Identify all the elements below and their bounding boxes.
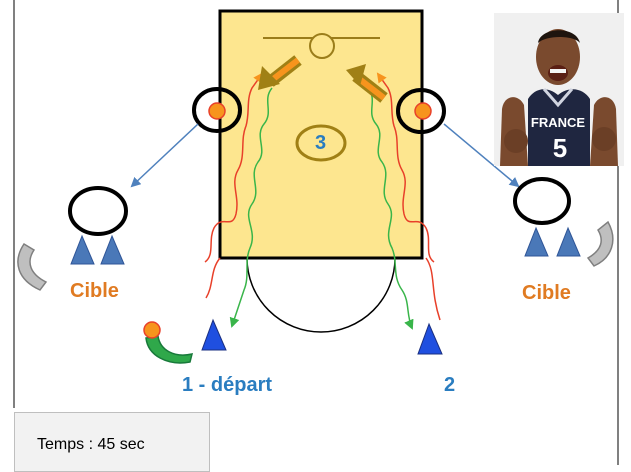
free-throw-arc bbox=[246, 257, 396, 333]
red-path-left-tail bbox=[205, 257, 221, 299]
cible-right-label: Cible bbox=[522, 282, 571, 304]
player-left-wing bbox=[192, 87, 242, 133]
jersey-text: FRANCE bbox=[531, 115, 585, 130]
target-left-ring bbox=[68, 186, 128, 236]
player-photo: FRANCE 5 bbox=[494, 13, 624, 166]
point-two-label: 2 bbox=[444, 374, 456, 396]
zone-three-label: 3 bbox=[315, 132, 327, 154]
cible-left-label: Cible bbox=[70, 280, 119, 302]
cone-two bbox=[417, 322, 443, 355]
pass-arrow-to-right-target bbox=[443, 123, 520, 188]
hoop bbox=[309, 33, 335, 59]
pass-arrow-right bbox=[346, 64, 388, 103]
player-right-wing bbox=[396, 88, 446, 134]
zone-three-ring bbox=[295, 124, 347, 162]
timer-box: Temps : 45 sec bbox=[14, 412, 210, 472]
red-path-right bbox=[376, 72, 435, 263]
jersey-number: 5 bbox=[553, 133, 567, 163]
start-label: 1 - départ bbox=[182, 374, 273, 396]
target-right-ring bbox=[513, 177, 571, 225]
cones-left-target bbox=[70, 234, 125, 265]
start-cone bbox=[201, 318, 227, 351]
red-path-right-tail bbox=[425, 257, 441, 321]
green-path-left bbox=[229, 87, 273, 328]
timer-text: Temps : 45 sec bbox=[37, 436, 145, 453]
start-ball bbox=[143, 321, 161, 339]
red-path-left bbox=[204, 72, 264, 263]
green-mat-start bbox=[145, 335, 194, 364]
pass-arrow-to-left-target bbox=[130, 123, 199, 188]
player-photo-art: FRANCE 5 bbox=[494, 13, 624, 166]
gray-mat-left bbox=[17, 242, 48, 291]
pass-arrow-left bbox=[258, 55, 302, 90]
green-path-right bbox=[367, 87, 414, 330]
gray-mat-right bbox=[586, 220, 614, 267]
cones-right-target bbox=[524, 226, 581, 257]
